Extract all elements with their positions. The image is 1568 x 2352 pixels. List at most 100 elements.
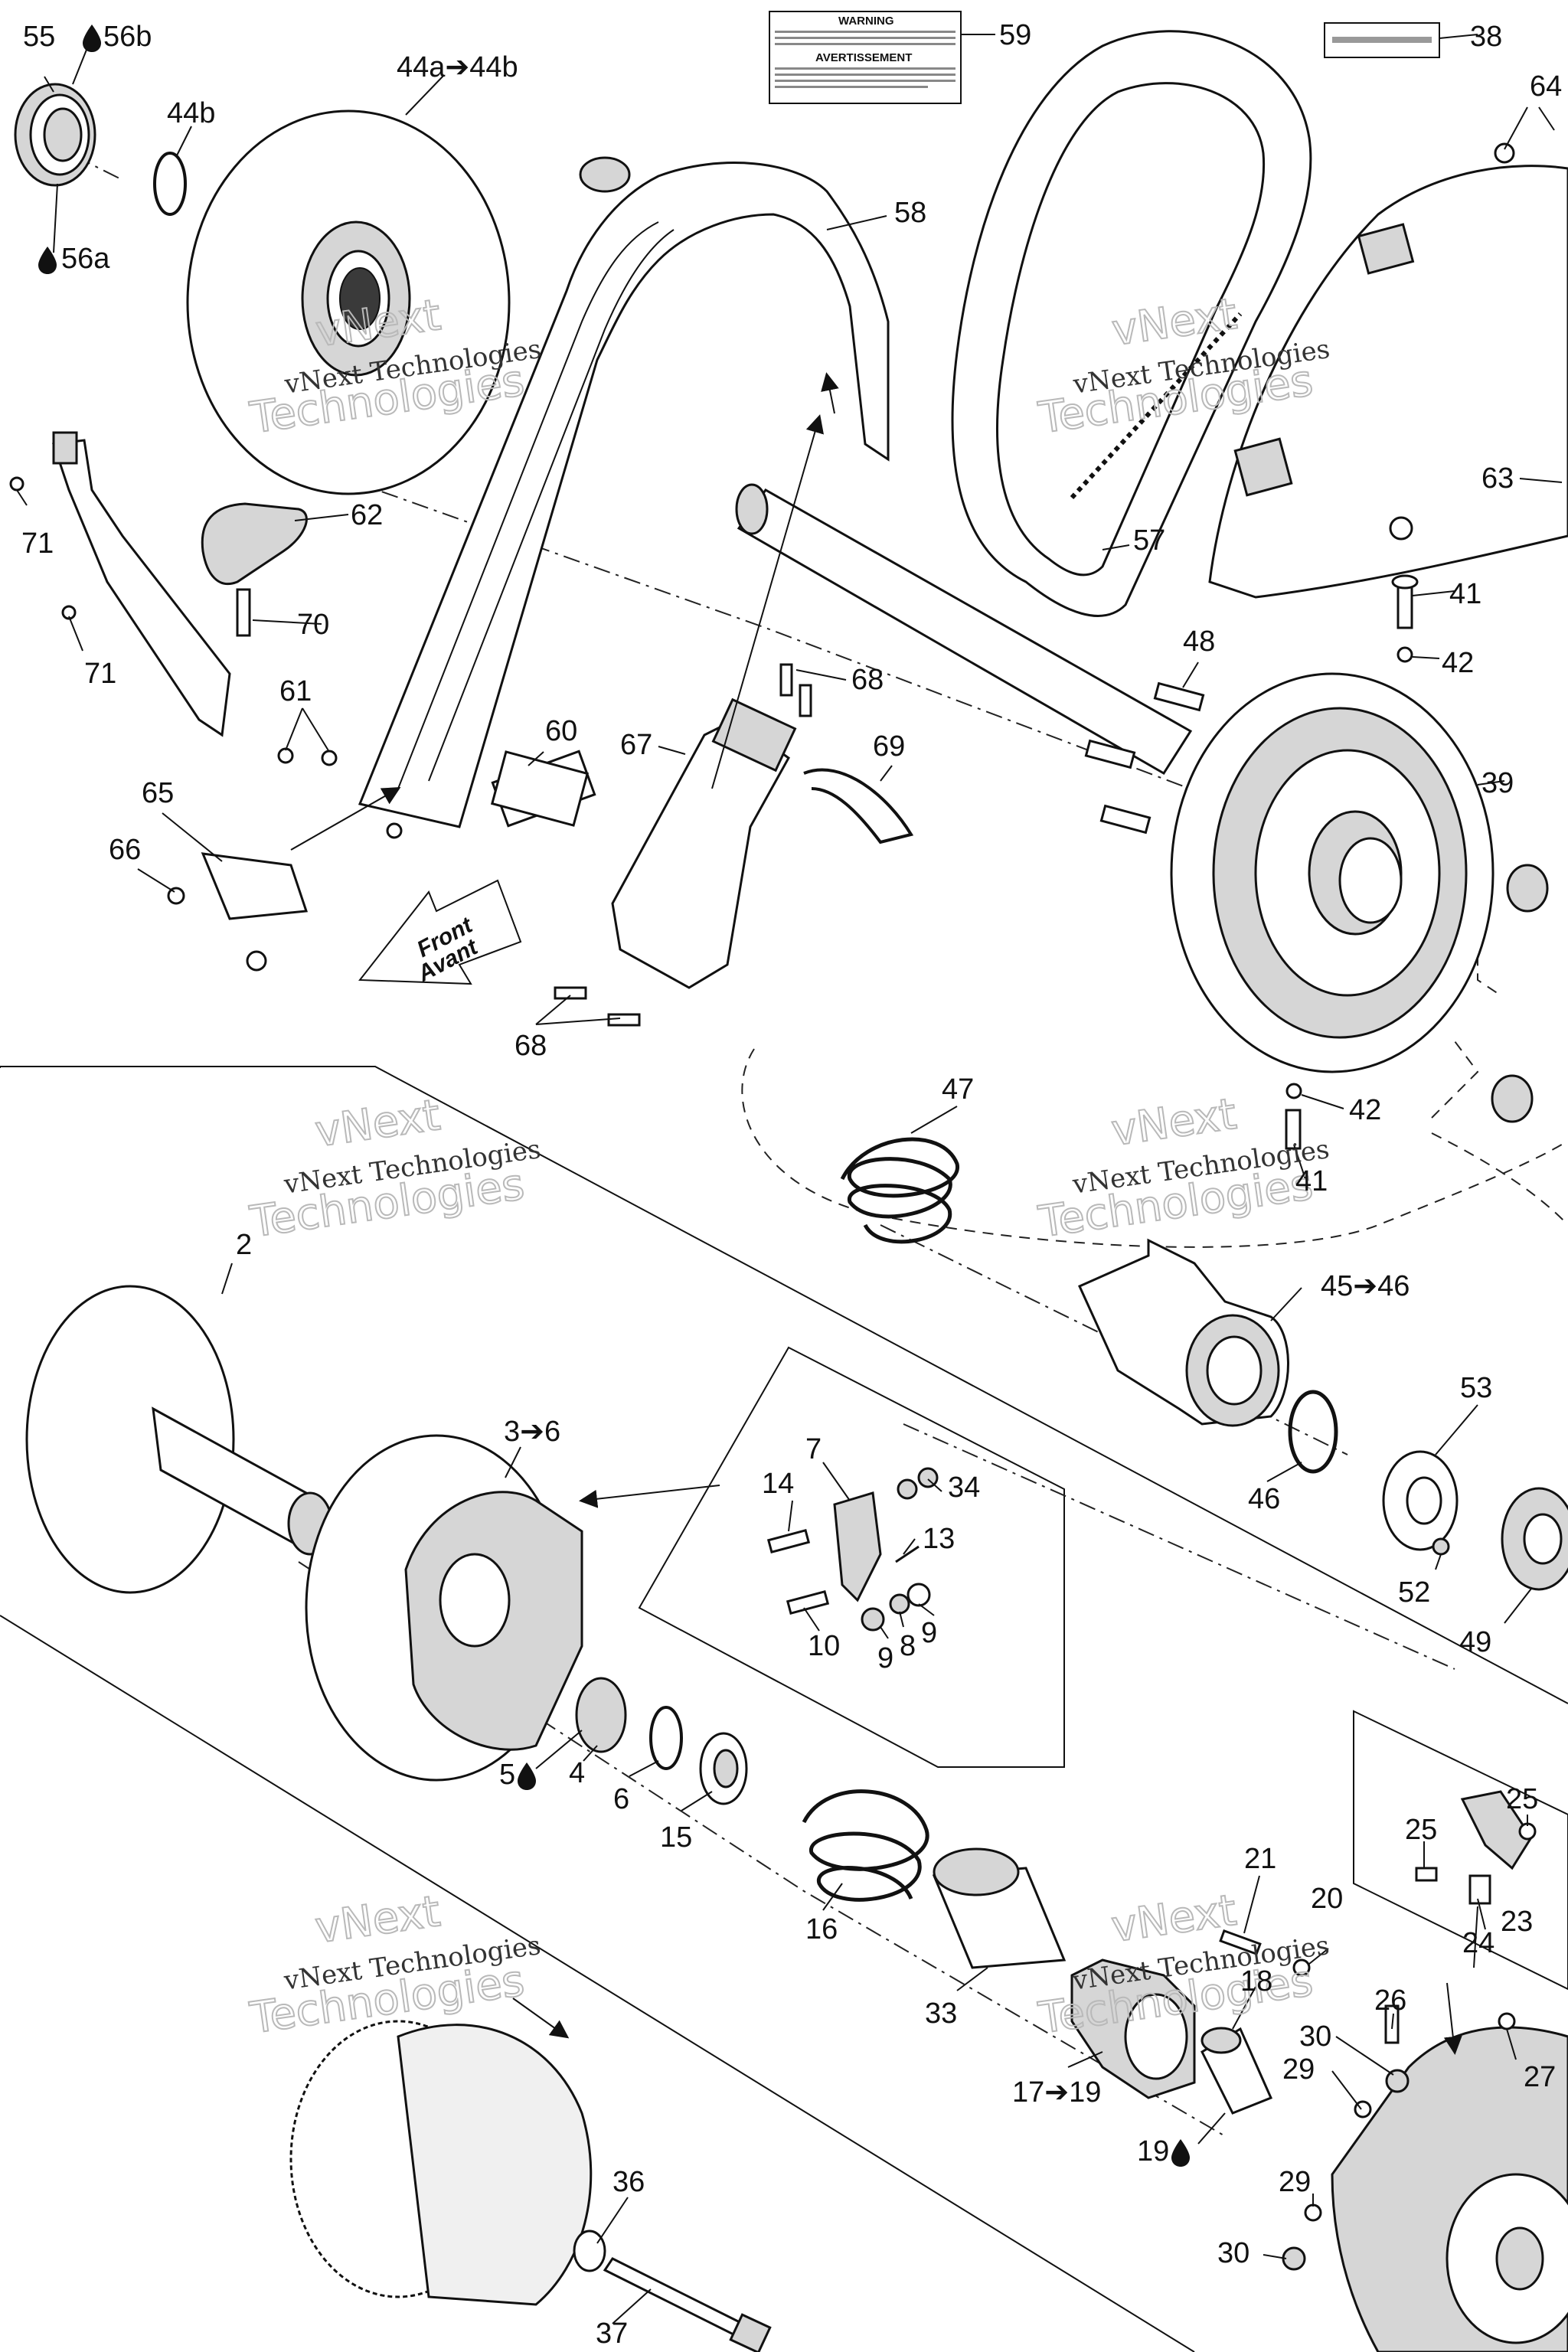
- callout-68-bottom: 68: [514, 1030, 547, 1062]
- callout-14: 14: [762, 1468, 794, 1500]
- bracket-60: [490, 750, 590, 827]
- cushion-62: [201, 502, 308, 586]
- callout-41-bottom: 41: [1295, 1165, 1328, 1197]
- callout-53: 53: [1460, 1372, 1492, 1404]
- callout-30-top: 30: [1299, 2020, 1331, 2053]
- callout-60: 60: [545, 715, 577, 747]
- drop-icon: [38, 247, 57, 274]
- callout-10: 10: [808, 1630, 840, 1662]
- callout-23: 23: [1501, 1906, 1533, 1938]
- watermark-3: vNext Technologies vNext Technologies: [246, 1089, 542, 1248]
- spider-detail-box: [1353, 1710, 1568, 1991]
- callout-67: 67: [620, 729, 652, 761]
- callout-26: 26: [1374, 1984, 1406, 2017]
- callout-4: 4: [569, 1757, 585, 1789]
- callout-30-bottom: 30: [1217, 2237, 1250, 2269]
- callout-62: 62: [351, 499, 383, 531]
- callout-64: 64: [1530, 70, 1562, 103]
- callout-49: 49: [1459, 1626, 1491, 1658]
- callout-42-top: 42: [1442, 647, 1474, 679]
- washer-36: [573, 2230, 606, 2272]
- ring-46: [1288, 1390, 1338, 1474]
- pulley-shaft: [735, 483, 1193, 776]
- rocker-detail-box: [638, 1346, 1065, 1768]
- callout-52: 52: [1398, 1576, 1430, 1609]
- movable-sheave-3-6: [305, 1434, 583, 1782]
- callout-15: 15: [660, 1821, 692, 1854]
- bearing-55: [14, 83, 96, 187]
- callout-59: 59: [999, 19, 1031, 51]
- sliding-sheave-2: [25, 1285, 333, 1594]
- nut-52-housing-49: [1432, 1487, 1568, 1591]
- bushing-33: [932, 1847, 1067, 1969]
- retaining-ring-44b: [153, 152, 187, 216]
- section-frames: [0, 1066, 1568, 2352]
- callout-44a-44b: 44a➔44b: [397, 51, 518, 83]
- callout-29-top: 29: [1282, 2053, 1315, 2086]
- screw-41-bottom: [1285, 1083, 1302, 1150]
- callout-63: 63: [1481, 462, 1514, 495]
- callout-25-left: 25: [1405, 1814, 1437, 1846]
- callout-21: 21: [1244, 1843, 1276, 1875]
- watermark-4: vNext Technologies vNext Technologies: [1034, 1089, 1331, 1249]
- callout-47: 47: [942, 1073, 974, 1106]
- callout-24: 24: [1462, 1927, 1494, 1959]
- callout-9-left: 9: [877, 1642, 893, 1674]
- pulley-guard-63: [1208, 142, 1568, 599]
- decal-38: [1324, 22, 1440, 58]
- roller-arm-23: [1415, 1790, 1537, 1905]
- callout-48: 48: [1183, 626, 1215, 658]
- callout-56a: 56a: [61, 243, 110, 275]
- screw-41-top: [1391, 574, 1419, 663]
- svg-text:vNext: vNext: [1109, 1886, 1240, 1952]
- callout-36: 36: [612, 2166, 645, 2198]
- drop-icon: [83, 24, 101, 52]
- callout-6: 6: [613, 1783, 629, 1815]
- svg-text:vNext: vNext: [1109, 1089, 1240, 1156]
- callout-25-right: 25: [1506, 1783, 1538, 1815]
- parts-4-6-15: [575, 1677, 748, 1805]
- callout-29-bottom: 29: [1279, 2166, 1311, 2198]
- cam-45: [1078, 1238, 1289, 1427]
- callout-20: 20: [1311, 1883, 1343, 1915]
- spring-47: [840, 1137, 959, 1244]
- spider-17: [1070, 1958, 1196, 2099]
- callout-56b: 56b: [103, 21, 152, 53]
- callout-9-right: 9: [921, 1617, 937, 1649]
- plate-65: [167, 852, 309, 972]
- callout-5: 5: [499, 1759, 515, 1791]
- callout-labels: 55 56b 56a 44a➔44b 44b 59 38 64 58 62 71…: [21, 19, 1562, 2350]
- svg-text:vNext: vNext: [312, 1886, 443, 1953]
- screws-71: [9, 476, 77, 620]
- callout-41-top: 41: [1449, 578, 1481, 610]
- callout-18: 18: [1240, 1965, 1272, 1998]
- pins-48: [1084, 681, 1205, 835]
- callout-61: 61: [279, 675, 312, 707]
- callout-70: 70: [297, 609, 329, 641]
- rocker-arm-7: [766, 1467, 939, 1632]
- callout-42-bottom: 42: [1349, 1094, 1381, 1126]
- driven-pulley-39: [1170, 672, 1494, 1073]
- watermark-5: vNext Technologies vNext Technologies: [246, 1886, 542, 2044]
- rollers-right: [1491, 864, 1549, 1123]
- bolt-70: [236, 588, 251, 637]
- callout-71-bottom: 71: [84, 658, 116, 690]
- callout-57: 57: [1133, 524, 1165, 557]
- callout-71-top: 71: [21, 528, 54, 560]
- clip-69: [803, 768, 914, 844]
- screws-61: [277, 747, 403, 839]
- engine-housing: [289, 2020, 593, 2306]
- cover-26: [1331, 2026, 1568, 2352]
- callout-19: 19: [1137, 2135, 1169, 2167]
- callout-58: 58: [894, 197, 926, 229]
- support-67: [611, 697, 797, 989]
- warning-title: WARNING: [838, 15, 894, 28]
- callout-17-19: 17➔19: [1012, 2076, 1101, 2109]
- callout-44b: 44b: [167, 97, 215, 129]
- screws-20-21: [1219, 1929, 1311, 1977]
- callout-37: 37: [596, 2318, 628, 2350]
- bolts-68: [554, 663, 812, 1027]
- callout-34: 34: [948, 1472, 980, 1504]
- callout-69: 69: [873, 730, 905, 763]
